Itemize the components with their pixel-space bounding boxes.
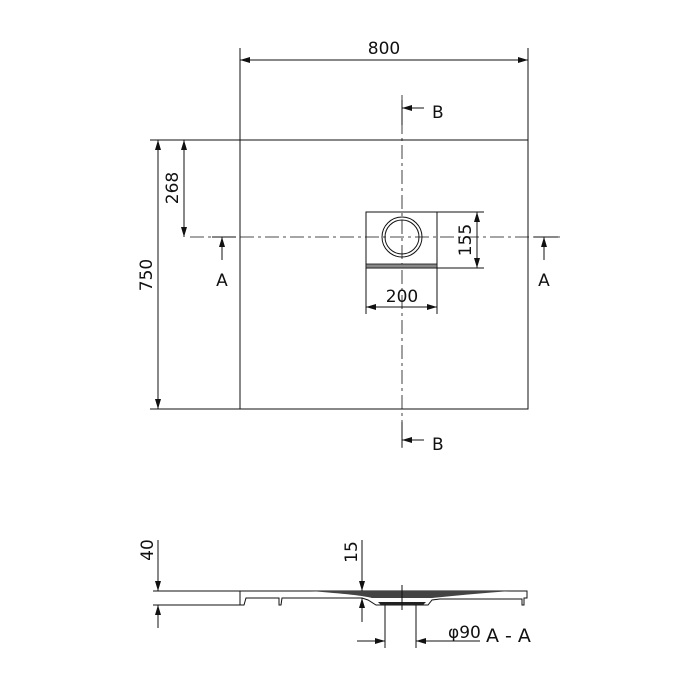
- section-view: 40 15 φ90 A - A: [138, 539, 531, 648]
- drain-box-width-dimension: 200: [365, 268, 438, 314]
- height-label: 40: [138, 539, 158, 561]
- section-marker-b-bottom: B: [401, 422, 444, 455]
- diameter-dimension: φ90: [357, 605, 481, 648]
- drain-depth-label: 15: [342, 541, 362, 563]
- section-title: A - A: [486, 625, 531, 647]
- width-label: 800: [368, 39, 400, 59]
- tray-profile: [239, 585, 528, 610]
- drain-offset-label: 268: [163, 172, 183, 204]
- drain-box-depth-dimension: 155: [437, 211, 484, 269]
- drain-box: [365, 211, 438, 269]
- shower-tray-outline: [239, 139, 529, 410]
- depth-label: 750: [137, 259, 157, 291]
- section-marker-a-right: A: [534, 236, 558, 291]
- diameter-label: φ90: [448, 623, 481, 643]
- drain-outer-circle: [381, 216, 423, 258]
- svg-text:A: A: [538, 271, 550, 291]
- svg-text:B: B: [432, 103, 444, 123]
- svg-text:A: A: [216, 271, 228, 291]
- drain-box-width-label: 200: [386, 287, 418, 307]
- width-dimension: 800: [239, 39, 529, 140]
- section-marker-a-left: A: [212, 236, 236, 291]
- depth-dimension: 750: [137, 139, 240, 410]
- drain-box-depth-label: 155: [456, 224, 476, 256]
- drain-depth-dimension: 15: [342, 540, 365, 622]
- section-marker-b-top: B: [401, 100, 444, 125]
- height-dimension: 40: [138, 539, 161, 628]
- svg-text:B: B: [432, 435, 444, 455]
- drain-offset-dimension: 268: [163, 140, 187, 237]
- drain-inner-circle: [384, 219, 420, 255]
- plan-view: 800 750 268 155 200: [137, 39, 560, 455]
